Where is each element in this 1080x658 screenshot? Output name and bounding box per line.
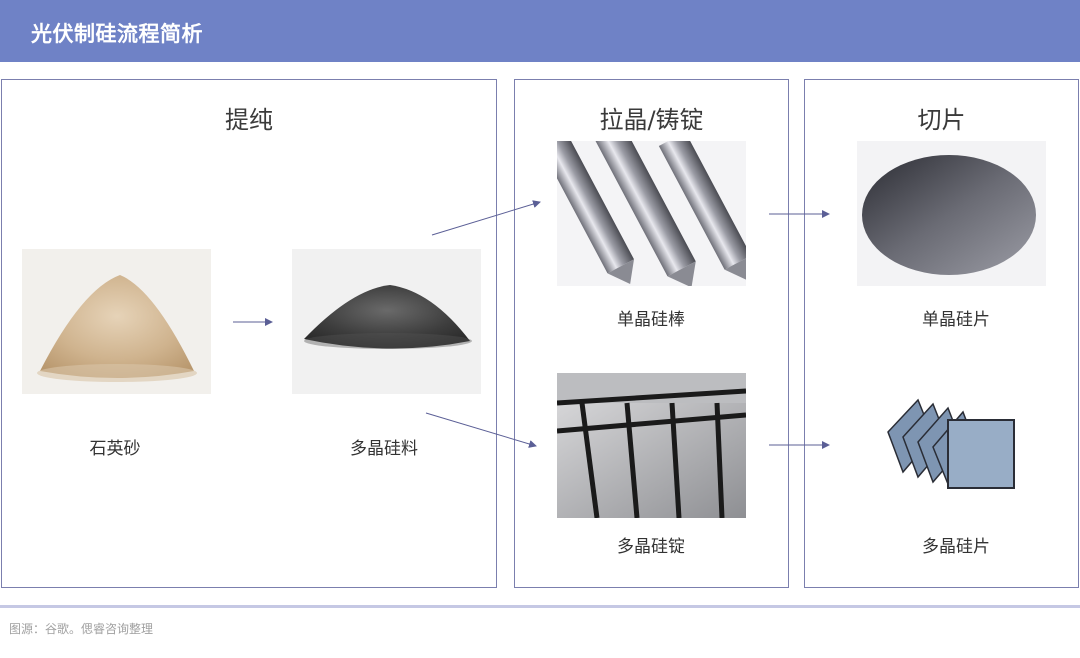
mono-wafer-image: [857, 141, 1046, 286]
label-poly-wafer: 多晶硅片: [922, 537, 990, 557]
poly-ingot-image: [557, 373, 746, 518]
quartz-sand-image: [22, 249, 211, 394]
panel-title-purify: 提纯: [225, 106, 273, 134]
mono-rod-image: [557, 141, 746, 286]
page-title: 光伏制硅流程简析: [31, 22, 203, 46]
label-poly-feedstock: 多晶硅料: [350, 439, 418, 459]
poly-wafer-image: [878, 392, 1020, 492]
label-poly-ingot: 多晶硅锭: [617, 537, 685, 557]
panel-title-crystal: 拉晶/铸锭: [599, 106, 704, 134]
label-quartz-sand: 石英砂: [89, 439, 141, 459]
poly-feedstock-image: [292, 249, 481, 394]
label-mono-wafer: 单晶硅片: [922, 310, 990, 330]
source-note: 图源：谷歌。偲睿咨询整理: [9, 622, 154, 636]
header-bar: 光伏制硅流程简析: [0, 0, 1080, 62]
label-mono-rod: 单晶硅棒: [617, 310, 685, 330]
panel-title-slice: 切片: [917, 106, 966, 134]
footer-divider: [0, 605, 1080, 608]
